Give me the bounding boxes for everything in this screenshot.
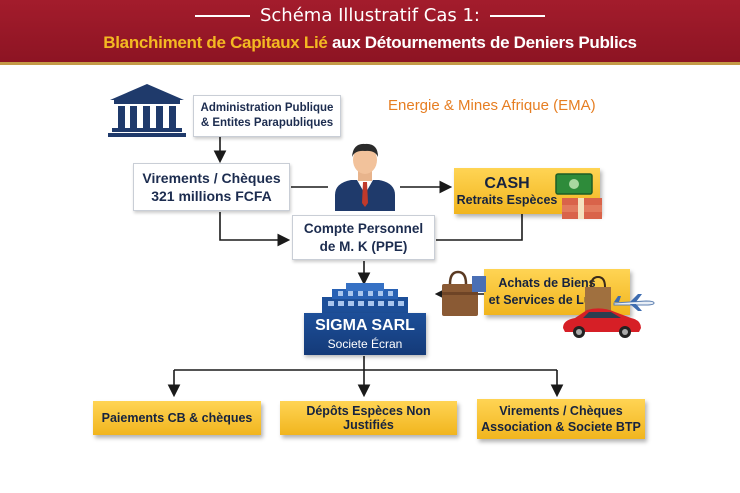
virements-box: Virements / Chèques 321 millions FCFA xyxy=(133,163,290,211)
administration-box: Administration Publique & Entites Parapu… xyxy=(193,95,341,137)
company-label: Energie & Mines Afrique (EMA) xyxy=(388,97,596,114)
businessman-icon xyxy=(335,143,395,211)
achats-line2: et Services de Luxe xyxy=(488,293,606,307)
header-divider xyxy=(0,62,740,65)
sigma-line2: Societe Écran xyxy=(327,337,403,351)
compte-line1: Compte Personnel xyxy=(303,220,424,236)
compte-box: Compte Personnel de M. K (PPE) xyxy=(292,215,435,260)
virements-btp-line2: Association & Societe BTP xyxy=(481,420,641,434)
shopping-bags-icon xyxy=(442,270,486,316)
page-title: Blanchiment de Capitaux Lié aux Détourne… xyxy=(0,33,740,53)
cash-money-icon xyxy=(555,173,602,219)
subtitle-text: Schéma Illustratif Cas 1: xyxy=(259,5,480,26)
government-building-icon xyxy=(108,84,186,137)
compte-line2: de M. K (PPE) xyxy=(319,238,408,254)
header-subtitle: Schéma Illustratif Cas 1: xyxy=(0,5,740,26)
achats-line1: Achats de Biens xyxy=(498,276,596,290)
administration-line1: Administration Publique xyxy=(200,102,334,114)
depots-box: Dépôts Espèces Non Justifiés xyxy=(273,401,464,439)
office-building-icon xyxy=(322,283,408,315)
cash-line1: CASH xyxy=(484,175,530,192)
paiements-box: Paiements CB & chèques xyxy=(86,401,268,439)
sigma-box: SIGMA SARL Societe Écran xyxy=(304,313,426,355)
paiements-line1: Paiements CB & chèques xyxy=(101,411,253,425)
depots-line1: Dépôts Espèces Non Justifiés xyxy=(306,404,431,432)
administration-line2: & Entites Parapubliques xyxy=(200,117,334,129)
cash-line2: Retraits Espèces xyxy=(456,193,558,207)
header-banner xyxy=(0,0,740,62)
sports-car-icon xyxy=(563,308,641,338)
sigma-line1: SIGMA SARL xyxy=(315,317,415,334)
virements-btp-box: Virements / Chèques Association & Societ… xyxy=(470,399,652,443)
virements-line2: 321 millions FCFA xyxy=(151,188,272,204)
virements-btp-line1: Virements / Chèques xyxy=(499,404,623,418)
title-rest: aux Détournements de Deniers Publics xyxy=(327,33,637,52)
virements-line1: Virements / Chèques xyxy=(142,170,281,186)
title-highlight: Blanchiment de Capitaux Lié xyxy=(103,33,328,52)
airplane-icon xyxy=(613,294,655,311)
